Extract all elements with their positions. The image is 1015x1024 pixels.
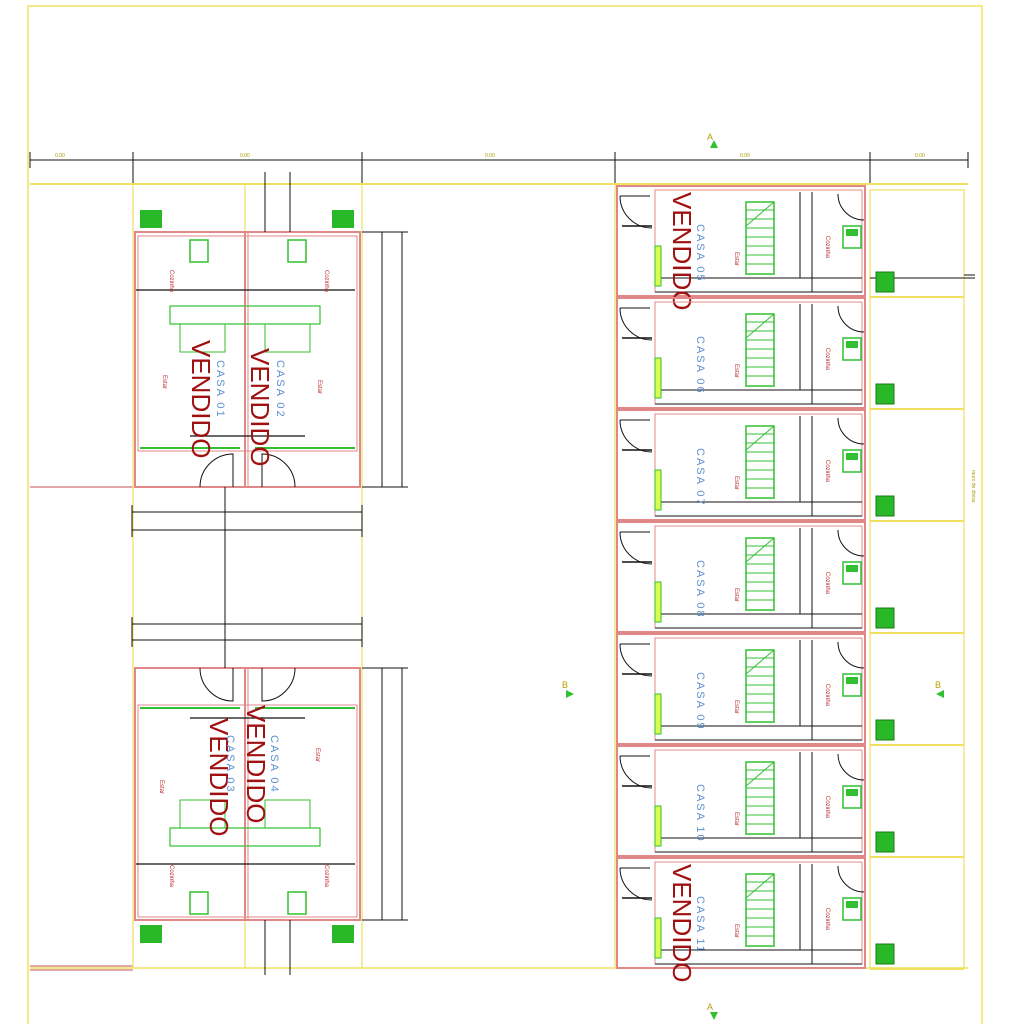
house-name: CASA 05 xyxy=(694,224,706,283)
room-label-kitchen-01: Cozinha xyxy=(168,270,174,293)
house-name-casa-01: CASA 01 xyxy=(214,360,226,419)
house-name: CASA 08 xyxy=(694,560,706,619)
svg-text:B: B xyxy=(935,680,941,690)
room-label-kitchen-02: Cozinha xyxy=(323,270,329,293)
room-label-living: Estar xyxy=(733,700,739,714)
room-label-kitchen-03: Cozinha xyxy=(168,865,174,888)
section-marker-a-bottom: A xyxy=(707,1002,718,1020)
room-label-kitchen: Cozinha xyxy=(824,348,830,371)
room-label-living-03: Estar xyxy=(158,780,164,794)
sold-label-casa-04: VENDIDO xyxy=(241,705,271,823)
house-name-casa-02: CASA 02 xyxy=(274,360,286,419)
section-marker-a-top: A xyxy=(707,132,718,148)
room-label-living: Estar xyxy=(733,924,739,938)
sold-label-casa-02: VENDIDO xyxy=(245,348,275,466)
left-block-bottom xyxy=(134,667,361,943)
top-dimension-line xyxy=(29,152,969,185)
room-label-living-04: Estar xyxy=(314,748,320,762)
svg-text:B: B xyxy=(562,680,568,690)
room-label-kitchen: Cozinha xyxy=(824,572,830,595)
room-label-living: Estar xyxy=(733,252,739,266)
svg-text:0.00: 0.00 xyxy=(915,153,925,159)
sold-label-casa-01: VENDIDO xyxy=(186,340,216,458)
section-marker-b-right: B xyxy=(935,680,944,698)
room-label-living-02: Estar xyxy=(316,380,322,394)
room-label-kitchen: Cozinha xyxy=(824,236,830,259)
svg-text:A: A xyxy=(707,1002,713,1012)
left-block-top xyxy=(134,210,361,488)
svg-text:0.00: 0.00 xyxy=(740,153,750,159)
left-labels: VENDIDO VENDIDO CASA 01 CASA 02 VENDIDO … xyxy=(158,270,329,888)
house-name: CASA 10 xyxy=(694,784,706,843)
side-lot-lines xyxy=(30,486,133,971)
site-boundary xyxy=(27,5,983,1024)
svg-text:0.00: 0.00 xyxy=(55,153,65,159)
section-marker-b-left: B xyxy=(562,680,574,698)
room-label-living: Estar xyxy=(733,588,739,602)
house-name: CASA 09 xyxy=(694,672,706,731)
house-name: CASA 11 xyxy=(694,896,706,954)
sold-label: VENDIDO xyxy=(667,192,697,310)
house-name-casa-03: CASA 03 xyxy=(224,735,236,794)
room-label-living: Estar xyxy=(733,364,739,378)
house-name: CASA 06 xyxy=(694,336,706,395)
sold-label: VENDIDO xyxy=(667,864,697,982)
svg-text:muro de divisa: muro de divisa xyxy=(970,470,976,503)
room-label-living: Estar xyxy=(733,476,739,490)
room-label-kitchen-04: Cozinha xyxy=(323,865,329,888)
house-name-casa-04: CASA 04 xyxy=(268,735,280,794)
svg-text:A: A xyxy=(707,132,713,142)
room-label-kitchen: Cozinha xyxy=(824,796,830,819)
house-name: CASA 07 xyxy=(694,448,706,507)
room-label-kitchen: Cozinha xyxy=(824,684,830,707)
svg-text:0.00: 0.00 xyxy=(485,153,495,159)
driveway-lines xyxy=(132,184,616,968)
room-label-living-01: Estar xyxy=(161,375,167,389)
top-dimension-text: 0.00 0.00 0.00 0.00 0.00 xyxy=(55,153,925,159)
svg-text:0.00: 0.00 xyxy=(240,153,250,159)
room-label-living: Estar xyxy=(733,812,739,826)
sold-label-casa-03: VENDIDO xyxy=(204,718,234,836)
room-label-kitchen: Cozinha xyxy=(824,908,830,931)
room-label-kitchen: Cozinha xyxy=(824,460,830,483)
left-dimension-lines xyxy=(131,172,408,975)
